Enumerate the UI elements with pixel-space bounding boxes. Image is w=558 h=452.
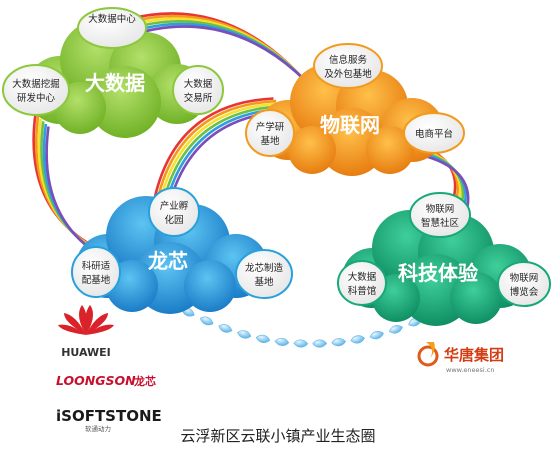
bubble-tech-top: 物联网 智慧社区 <box>409 192 471 238</box>
bubble-label-line1: 产学研 <box>256 121 285 133</box>
water-drop <box>369 330 384 340</box>
bubble-bigdata-right: 大数据 交易所 <box>172 65 224 115</box>
bubble-label-line1: 大数据挖掘 <box>12 78 60 90</box>
logo-loongson: LOONGSON 龙芯 <box>56 373 156 388</box>
cloud-bigdata: 大数据 大数据中心 大数据挖掘 研发中心 大数据 交易所 <box>2 7 224 138</box>
rainbow-band <box>154 99 277 207</box>
water-drop <box>237 330 252 339</box>
water-drop <box>199 316 214 326</box>
bubble-label-line1: 物联网 <box>510 272 539 284</box>
rainbow-band <box>426 155 470 212</box>
bubble-label-line2: 基地 <box>260 135 280 147</box>
bubble-label-line1: 信息服务 <box>329 54 368 66</box>
bubble-label-line2: 研发中心 <box>17 92 56 104</box>
bubble-bigdata-top: 大数据中心 <box>77 7 147 49</box>
bubble-label-line1: 龙芯制造 <box>245 262 284 274</box>
bubble-loongcore-top: 产业孵 化园 <box>148 187 200 237</box>
bubble-loongcore-right: 龙芯制造 基地 <box>235 249 293 299</box>
softstone-wordmark: iSOFTSTONE <box>56 407 162 425</box>
water-drop <box>312 339 328 348</box>
diagram-caption: 云浮新区云联小镇产业生态圈 <box>180 427 375 445</box>
bubble-bigdata-left: 大数据挖掘 研发中心 <box>2 64 70 116</box>
water-drop <box>255 334 271 344</box>
cloud-loongcore: 龙芯 产业孵 化园 科研适 配基地 龙芯制造 基地 <box>71 187 293 314</box>
bubble-label-line1: 电商平台 <box>415 128 453 140</box>
bubble-tech-left: 大数据 科普馆 <box>337 260 387 306</box>
bubble-iot-left: 产学研 基地 <box>245 109 295 157</box>
huawei-wordmark: HUAWEI <box>61 346 111 359</box>
bubble-label-line2: 化园 <box>164 214 183 226</box>
softstone-cn-wordmark: 软通动力 <box>85 424 111 433</box>
bubble-loongcore-left: 科研适 配基地 <box>71 246 121 298</box>
cloud-title: 物联网 <box>320 113 380 137</box>
bubble-label-line1: 物联网 <box>426 203 455 215</box>
bubble-iot-right: 电商平台 <box>403 112 465 154</box>
rainbow-connectors <box>32 12 470 258</box>
cloud-iot: 物联网 信息服务 及外包基地 产学研 基地 电商平台 <box>245 43 465 176</box>
huatang-url: www.eneesi.cn <box>446 366 495 374</box>
bubble-label-line2: 科普馆 <box>348 285 377 297</box>
loongson-cn-wordmark: 龙芯 <box>133 374 156 388</box>
loongson-wordmark: LOONGSON <box>56 373 136 388</box>
bubble-tech-right: 物联网 博览会 <box>497 261 551 307</box>
bubble-label-line1: 大数据 <box>184 78 213 90</box>
rainbow-bigdata-loong <box>32 113 103 258</box>
bubble-label-line2: 博览会 <box>510 286 539 298</box>
water-drop <box>350 335 365 344</box>
water-drop <box>274 337 290 346</box>
logo-huawei: HUAWEI <box>58 305 114 359</box>
bubble-label-line1: 大数据中心 <box>88 13 136 25</box>
bubble-label-line2: 及外包基地 <box>324 68 372 80</box>
bubble-label-line1: 科研适 <box>82 260 111 272</box>
huatang-wordmark: 华唐集团 <box>444 346 504 364</box>
cloud-tech: 科技体验 物联网 智慧社区 大数据 科普馆 物联网 博览会 <box>337 192 551 326</box>
huawei-petal-icon <box>58 305 114 335</box>
bubble-label-line2: 基地 <box>254 276 274 288</box>
bubble-label-line2: 配基地 <box>82 274 111 286</box>
rainbow-band <box>42 123 100 256</box>
cloud-title: 龙芯 <box>148 249 188 273</box>
water-drop <box>388 325 403 334</box>
rainbow-band <box>152 97 274 204</box>
water-drop <box>218 324 233 333</box>
bubble-label-line1: 产业孵 <box>160 200 189 212</box>
logo-huatang: 华唐集团 www.eneesi.cn <box>417 342 504 374</box>
cloud-title: 大数据 <box>85 71 145 95</box>
cloud-title: 科技体验 <box>398 261 478 285</box>
bubble-iot-top: 信息服务 及外包基地 <box>313 43 383 89</box>
bubble-label-line2: 智慧社区 <box>421 217 460 229</box>
bubble-label-line2: 交易所 <box>184 92 213 104</box>
water-drop <box>293 339 309 348</box>
huatang-flame-icon <box>417 342 439 367</box>
bubble-label-line1: 大数据 <box>348 271 377 283</box>
water-drop <box>331 338 347 347</box>
logo-softstone: iSOFTSTONE 软通动力 <box>56 407 162 433</box>
rainbow-band <box>157 102 279 209</box>
rainbow-band <box>45 126 103 258</box>
rainbow-bigdata-iot <box>113 12 338 118</box>
